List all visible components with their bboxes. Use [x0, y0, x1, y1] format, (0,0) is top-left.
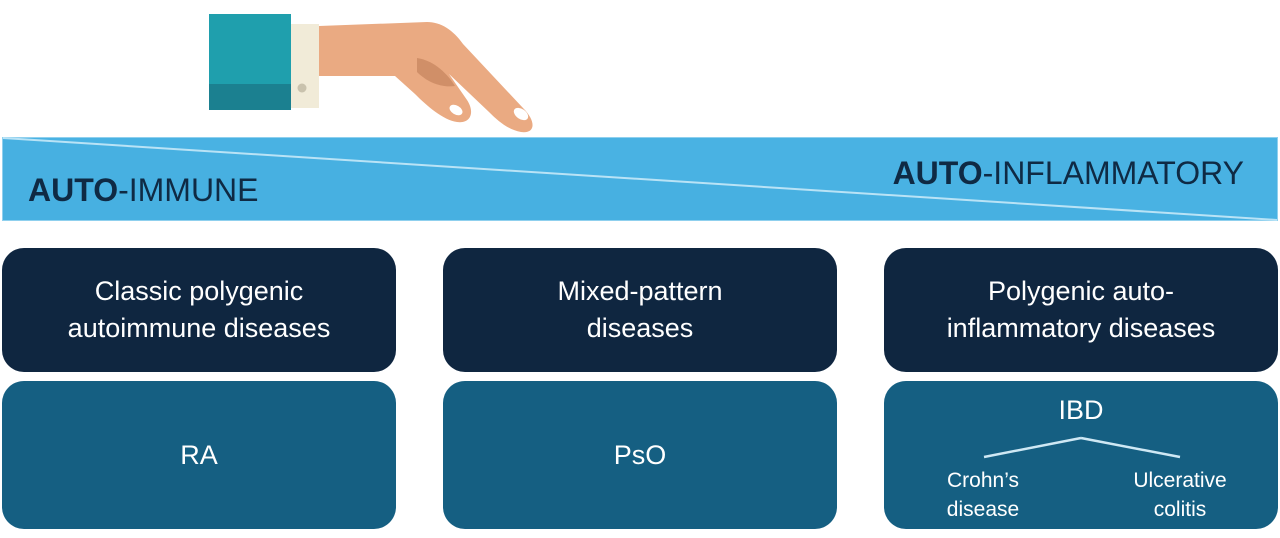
example-ra: RA	[2, 381, 396, 529]
heading-autoinflammatory: Polygenic auto-inflammatory diseases	[884, 248, 1278, 372]
ulcerative-colitis-label: Ulcerative colitis	[1133, 469, 1227, 521]
spectrum-bar	[2, 137, 1278, 221]
example-ibd: IBD Crohn’s disease Ulcerative colitis	[884, 381, 1278, 529]
auto-immune-label: AUTO-IMMUNE	[28, 172, 259, 208]
crohns-disease-label: Crohn’s disease	[946, 469, 1020, 521]
heading-autoimmune: Classic polygenic autoimmune diseases	[2, 248, 396, 372]
heading-mixed-pattern: Mixed-pattern diseases	[443, 248, 837, 372]
auto-inflammatory-label: AUTO-INFLAMMATORY	[892, 155, 1244, 191]
ibd-label: IBD	[1058, 395, 1104, 425]
example-pso: PsO	[443, 381, 837, 529]
ibd-branch-lines	[983, 436, 1181, 459]
pointing-hand-icon	[205, 12, 545, 137]
